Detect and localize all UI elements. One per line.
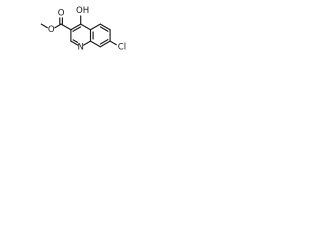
bond-c7-c8-inner xyxy=(99,39,109,45)
carbonyl-oxygen-label: O xyxy=(58,9,65,19)
ester-oxygen-label: O xyxy=(48,25,55,35)
bond-n1-c2-inner xyxy=(72,39,79,43)
bond-ester-o-methyl xyxy=(40,23,48,29)
atom-labels: OH O O N Cl xyxy=(48,6,126,52)
bond-c5-c6 xyxy=(99,23,111,31)
bond-c5-c6-inner xyxy=(99,26,109,32)
bond-c8-c8a xyxy=(89,40,101,48)
ring-nitrogen-label: N xyxy=(77,42,83,52)
bond-c7-c8 xyxy=(99,40,111,48)
bond-c4a-c5 xyxy=(89,23,101,31)
bond-c3-carbonyl xyxy=(60,23,72,31)
bond-carbonyl-ester-o xyxy=(54,23,62,29)
bond-c4-c4a xyxy=(80,23,92,31)
chemical-structure-diagram: OH O O N Cl xyxy=(40,6,126,52)
bond-c3-c4-inner xyxy=(72,26,82,32)
bond-n1-c2 xyxy=(70,40,79,46)
bond-c8a-n1 xyxy=(83,40,92,46)
hydroxyl-label: OH xyxy=(76,6,89,16)
bond-c3-c4 xyxy=(70,23,82,31)
bond-c7-cl xyxy=(109,40,117,46)
bond-skeleton xyxy=(40,15,117,48)
chlorine-label: Cl xyxy=(118,42,126,52)
